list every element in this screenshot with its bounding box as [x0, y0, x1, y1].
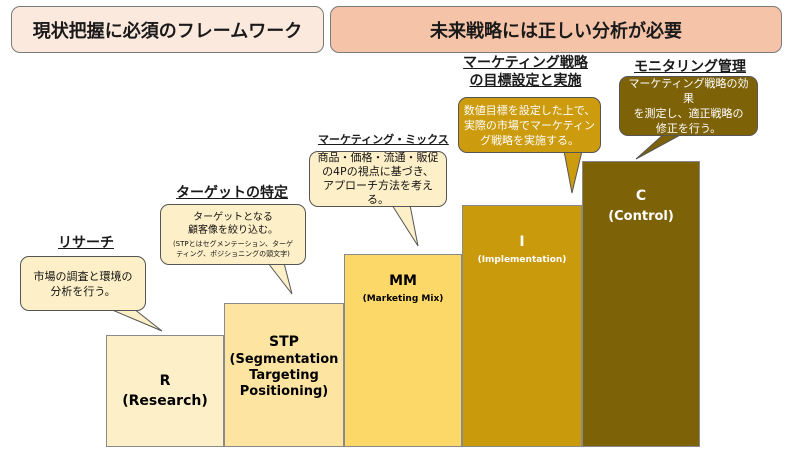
- heading-stp: ターゲットの特定: [176, 185, 288, 201]
- step-mm-sub: (Marketing Mix): [362, 294, 444, 304]
- step-stp-code: STP: [269, 334, 299, 350]
- bubble-marketing-mix: 商品・価格・流通・販促 の4Pの視点に基づき、 アプローチ方法を考える。: [309, 151, 447, 207]
- bubble-stp-note: (STPとはセグメンテーション、ターゲ ティング、ポジショニングの頭文字): [172, 239, 294, 258]
- heading-marketing-mix: マーケティング・ミックス: [318, 133, 449, 146]
- step-c-code: C: [635, 188, 647, 204]
- bubble-stp: ターゲットとなる 顧客像を絞り込む。 (STPとはセグメンテーション、ターゲ テ…: [160, 204, 306, 265]
- heading-implementation: マーケティング戦略 の目標設定と実施: [463, 55, 588, 89]
- bubble-stp-main: ターゲットとなる 顧客像を絞り込む。: [188, 211, 278, 236]
- step-research: R (Research): [106, 335, 224, 447]
- step-control: C (Control): [582, 161, 700, 447]
- banner-current-analysis: 現状把握に必須のフレームワーク: [11, 6, 324, 53]
- step-research-full: (Research): [122, 393, 208, 409]
- bubble-tail-ctrl: [635, 133, 683, 160]
- step-c-full: (Control): [608, 209, 674, 224]
- bubble-tail-impl: [563, 150, 583, 194]
- banner-current-analysis-text: 現状把握に必須のフレームワーク: [32, 20, 303, 42]
- bubble-tail-mm: [391, 204, 419, 247]
- step-research-code: R: [159, 373, 171, 389]
- step-i-code: I: [519, 234, 525, 250]
- banner-future-strategy-text: 未来戦略には正しい分析が必要: [430, 20, 682, 42]
- step-stp: STP (Segmentation Targeting Positioning): [224, 303, 344, 447]
- banner-future-strategy: 未来戦略には正しい分析が必要: [330, 6, 782, 53]
- bubble-implementation: 数値目標を設定した上で、 実際の市場でマーケティン グ戦略を実施する。: [458, 97, 601, 153]
- step-mm-code: MM: [389, 273, 417, 289]
- step-marketing-mix: MM (Marketing Mix): [344, 254, 462, 447]
- step-implementation: I (Implementation): [462, 205, 582, 447]
- heading-research: リサーチ: [58, 235, 114, 251]
- heading-control: モニタリング管理: [634, 59, 746, 75]
- bubble-tail-stp: [266, 262, 293, 295]
- bubble-research: 市場の調査と環境の 分析を行う。: [20, 256, 146, 311]
- step-i-sub: (Implementation): [477, 255, 567, 265]
- bubble-tail-research: [109, 308, 163, 332]
- bubble-control: マーケティング戦略の効果 を測定し、適正戦略の 修正を行う。: [619, 76, 758, 136]
- step-stp-full: (Segmentation Targeting Positioning): [229, 352, 339, 399]
